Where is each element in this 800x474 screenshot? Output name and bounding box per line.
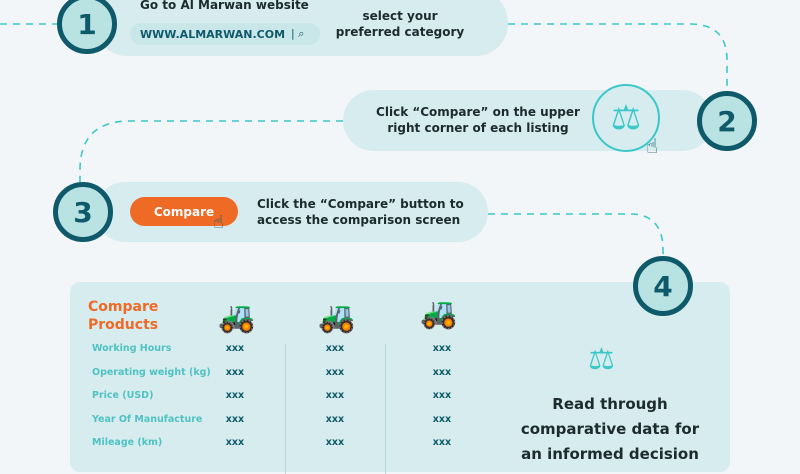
url-text: WWW.ALMARWAN.COM	[140, 27, 286, 41]
row-value: xxx	[325, 366, 345, 378]
row-label: Year Of Manufacture	[92, 413, 203, 425]
pointer-hand-icon: ☝	[646, 134, 659, 158]
step-3-text: Click the “Compare” button to access the…	[257, 197, 464, 227]
step-4-badge: 4	[633, 256, 693, 316]
row-value: xxx	[225, 366, 245, 378]
step-2-badge: 2	[697, 91, 757, 151]
search-icon[interactable]: | ⌕	[291, 27, 305, 40]
url-search-bar[interactable]: WWW.ALMARWAN.COM | ⌕	[130, 23, 320, 45]
step-1-badge: 1	[57, 0, 117, 54]
step-1-panel: Go to Al Marwan website WWW.ALMARWAN.COM…	[95, 0, 508, 56]
compare-products-title: Compare Products	[88, 299, 159, 333]
pointer-hand-icon: ☝	[213, 212, 224, 233]
row-value: xxx	[225, 413, 245, 425]
scale-icon: ⚖	[588, 342, 615, 377]
row-value: xxx	[225, 390, 245, 401]
compare-button[interactable]: Compare	[130, 197, 238, 226]
step-2-panel: Click “Compare” on the upper right corne…	[343, 90, 713, 151]
row-value: xxx	[432, 366, 452, 378]
dashed-path	[0, 23, 728, 256]
excavator-icon: 🚜	[218, 300, 256, 335]
row-value: xxx	[325, 343, 345, 354]
step-2-text: Click “Compare” on the upper right corne…	[376, 105, 580, 135]
row-value: xxx	[432, 343, 452, 354]
excavator-icon: 🚜	[318, 300, 356, 335]
row-value: xxx	[325, 413, 345, 425]
row-label: Price (USD)	[92, 390, 154, 401]
row-value: xxx	[325, 390, 345, 401]
scale-icon: ⚖	[592, 84, 660, 152]
row-value: xxx	[225, 437, 245, 448]
row-value: xxx	[325, 437, 345, 448]
excavator-icon: 🚜	[420, 296, 458, 331]
step-3-panel: Compare ☝ Click the “Compare” button to …	[95, 182, 488, 242]
row-label: Operating weight (kg)	[92, 366, 211, 378]
step-3-badge: 3	[53, 182, 113, 242]
row-value: xxx	[432, 390, 452, 401]
step-1-brand: Al Marwan website	[180, 0, 309, 12]
step-4-text: Read through comparative data for an inf…	[520, 395, 700, 463]
column-divider	[285, 344, 286, 474]
row-value: xxx	[432, 413, 452, 425]
row-value: xxx	[432, 437, 452, 448]
column-divider	[385, 344, 386, 474]
row-label: Mileage (km)	[92, 437, 163, 448]
row-label: Working Hours	[92, 343, 172, 354]
step-1-prefix: Go to	[140, 0, 181, 12]
step-1-text: select your preferred category	[335, 9, 465, 39]
row-value: xxx	[225, 343, 245, 354]
